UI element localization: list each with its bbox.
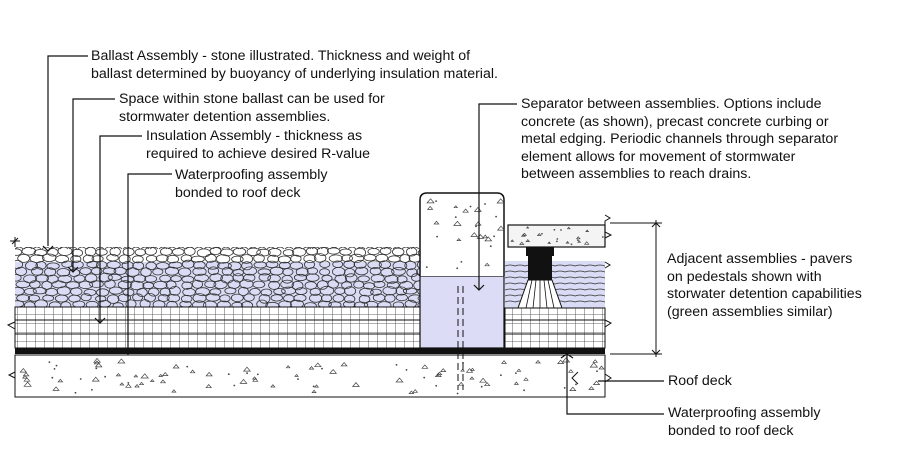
insulation-layer <box>14 306 421 349</box>
stone-ballast-layer <box>15 247 420 307</box>
callout-waterproofing-right: Waterproofing assembly bonded to roof de… <box>668 405 821 439</box>
paver-texture <box>510 226 604 246</box>
water-lines <box>505 264 605 303</box>
pedestal-body <box>528 256 552 280</box>
callout-ballast-assembly: Ballast Assembly - stone illustrated. Th… <box>91 48 498 82</box>
callout-adjacent-assemblies: Adjacent assemblies - pavers on pedestal… <box>667 251 862 320</box>
callout-waterproofing-assembly: Waterproofing assembly bonded to roof de… <box>175 167 328 201</box>
leader-lines <box>42 55 664 415</box>
callout-insulation-assembly: Insulation Assembly - thickness as requi… <box>146 128 370 162</box>
paver-slab <box>507 224 606 248</box>
pedestal-head <box>526 247 554 256</box>
break-symbols <box>6 214 613 385</box>
roof-deck-slab <box>14 354 606 398</box>
waterproofing-membrane <box>15 348 605 354</box>
right-insulation-layer <box>504 307 606 349</box>
dimension-line <box>610 220 662 357</box>
callout-roof-deck: Roof deck <box>668 373 732 389</box>
deck-aggregate <box>19 357 605 395</box>
callout-separator: Separator between assemblies. Options in… <box>521 96 839 182</box>
separator-curb-upper <box>419 192 505 276</box>
separator-curb-lower <box>419 275 505 349</box>
callout-stone-space: Space within stone ballast can be used f… <box>119 91 385 125</box>
